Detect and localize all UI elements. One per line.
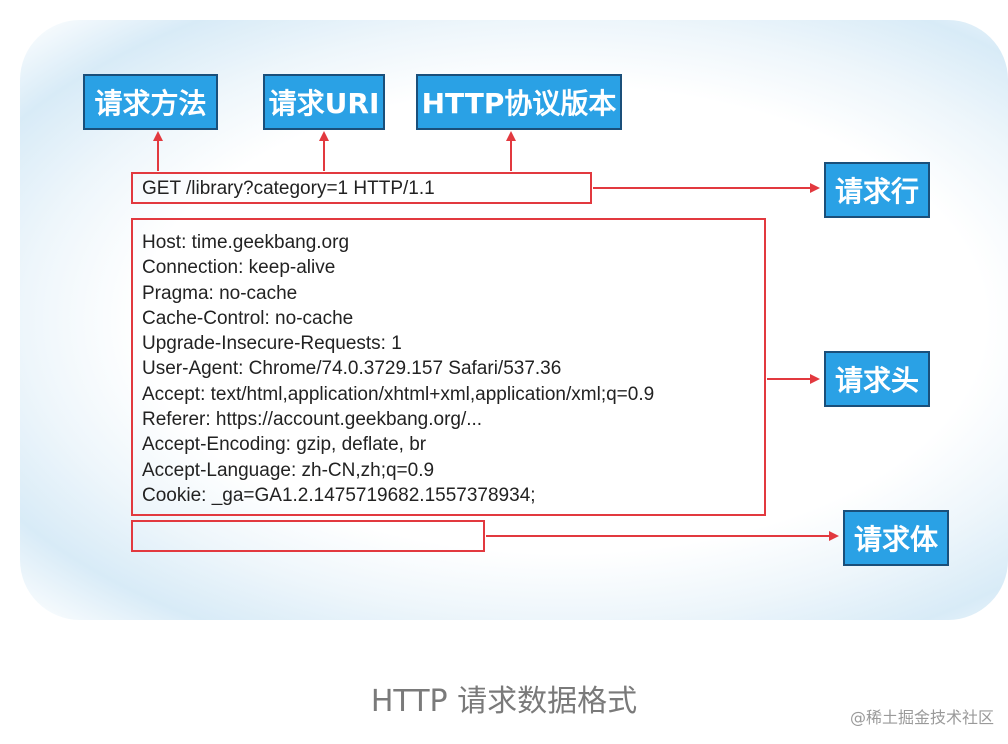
label-request-headers: 请求头 (824, 351, 930, 407)
header-line: Pragma: no-cache (142, 282, 298, 304)
header-line: User-Agent: Chrome/74.0.3729.157 Safari/… (142, 358, 562, 380)
label-request-method: 请求方法 (83, 74, 218, 130)
figure-caption: HTTP 请求数据格式 (370, 684, 638, 719)
request-headers-box (131, 218, 766, 516)
request-body-box (131, 520, 485, 552)
header-line: Accept: text/html,application/xhtml+xml,… (142, 383, 655, 405)
header-lines: Host: time.geekbang.org Connection: keep… (142, 230, 654, 508)
request-line-text: GET /library?category=1 HTTP/1.1 (142, 178, 435, 199)
header-line: Cache-Control: no-cache (142, 307, 354, 329)
header-line: Accept-Encoding: gzip, deflate, br (142, 434, 427, 456)
header-line: Connection: keep-alive (142, 257, 336, 279)
header-line: Host: time.geekbang.org (142, 232, 350, 253)
label-request-uri: 请求URI (263, 74, 385, 130)
request-line-box (131, 172, 592, 204)
label-request-body: 请求体 (843, 510, 949, 566)
label-request-line: 请求行 (824, 162, 930, 218)
header-line: Upgrade-Insecure-Requests: 1 (142, 333, 402, 355)
header-line: Referer: https://account.geekbang.org/..… (142, 409, 483, 431)
label-http-version: HTTP协议版本 (416, 74, 622, 130)
watermark: @稀土掘金技术社区 (849, 708, 994, 727)
header-line: Accept-Language: zh-CN,zh;q=0.9 (142, 459, 435, 481)
header-line: Cookie: _ga=GA1.2.1475719682.1557378934; (142, 484, 536, 506)
